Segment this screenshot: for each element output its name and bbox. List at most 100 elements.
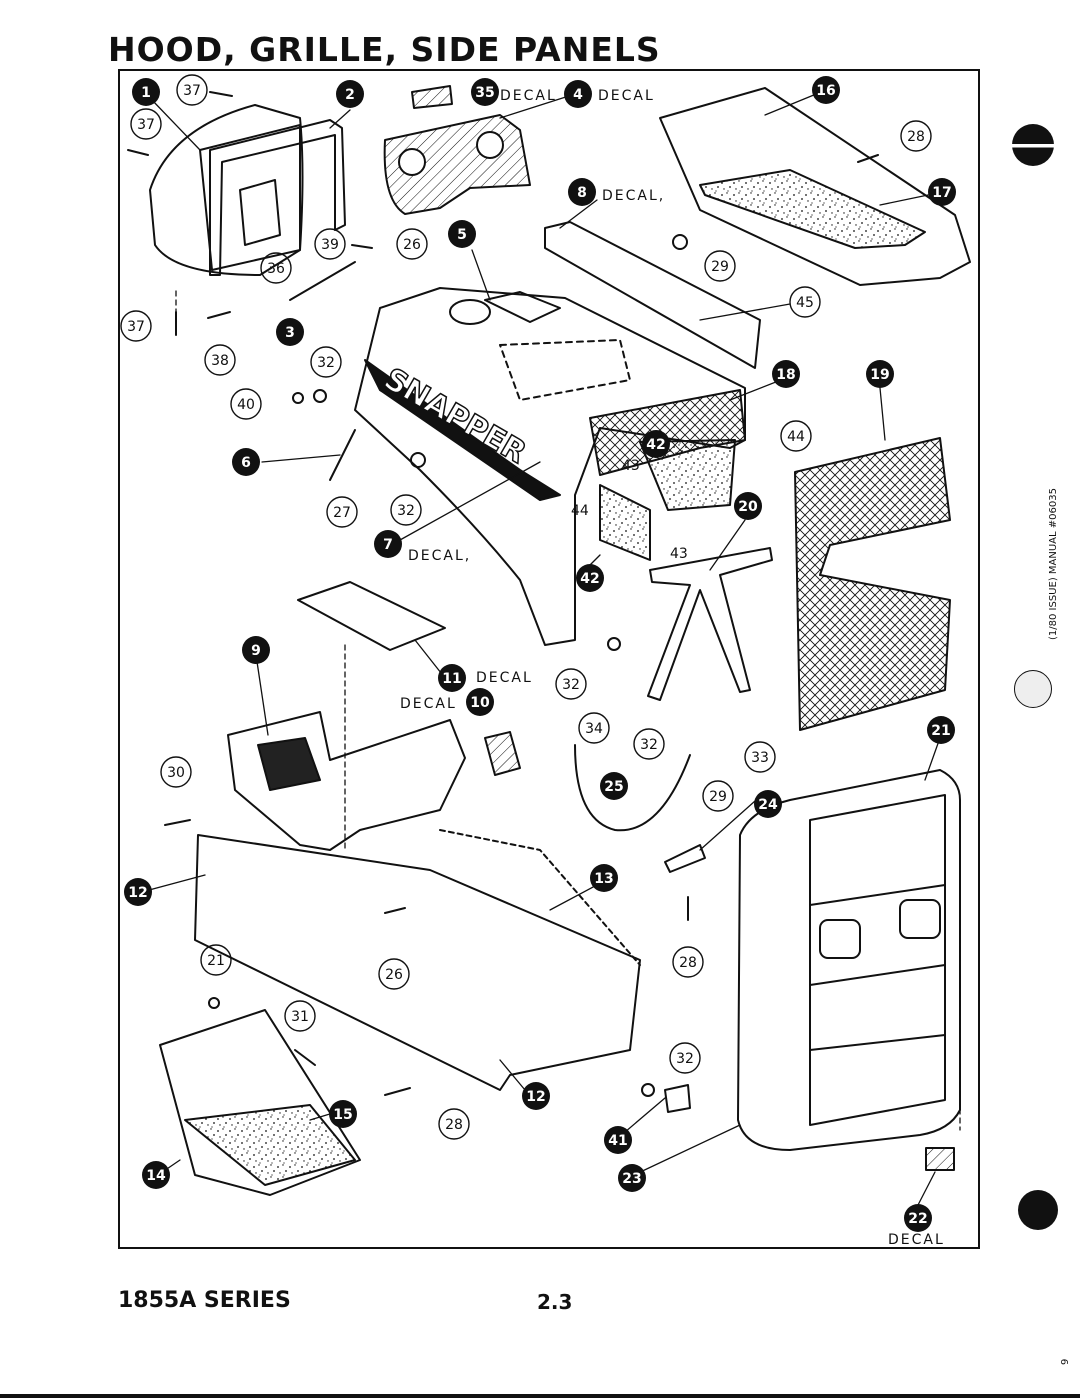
label-43a: 43: [622, 458, 640, 474]
callout-29b: 29: [709, 789, 727, 805]
label-43b: 43: [670, 546, 688, 562]
callout-40: 40: [237, 397, 255, 413]
grille-part: [737, 769, 961, 1151]
nut-21-part: [208, 997, 220, 1009]
svg-text:15: 15: [333, 1107, 352, 1123]
callout-10: 10: [466, 688, 494, 716]
circled-callouts: 37 37 37 38 36 39 26 32 40 27 32 28 29 4…: [120, 74, 932, 1140]
callout-29a: 29: [711, 259, 729, 275]
bottom-rule: [0, 1394, 1080, 1398]
callout-3: 3: [276, 318, 304, 346]
decal-11-part: [297, 581, 446, 651]
hood-brand-text: SNAPPER: [378, 362, 532, 471]
callout-39: 39: [321, 237, 339, 253]
side-note: (1/80 ISSUE) MANUAL #06035: [1048, 488, 1059, 640]
callout-12a: 12: [124, 878, 152, 906]
callout-21: 21: [927, 716, 955, 744]
foam-pad-lower-part: [599, 484, 651, 561]
callout-14: 14: [142, 1161, 170, 1189]
callout-27: 27: [333, 505, 351, 521]
callout-31: 31: [291, 1009, 309, 1025]
callout-13: 13: [590, 864, 618, 892]
decal-label-4: DECAL: [598, 88, 655, 104]
nut-32c-part: [607, 637, 621, 651]
svg-text:7: 7: [383, 537, 393, 553]
svg-text:19: 19: [870, 367, 889, 383]
callout-38: 38: [211, 353, 229, 369]
svg-text:18: 18: [776, 367, 795, 383]
bolt-30-part: [164, 819, 191, 826]
svg-text:16: 16: [816, 83, 835, 99]
callout-25: 25: [600, 772, 628, 800]
support-bracket-part: [647, 547, 773, 701]
callout-37c: 37: [127, 319, 145, 335]
callout-15: 15: [329, 1100, 357, 1128]
callout-28c: 28: [445, 1117, 463, 1133]
callout-34: 34: [585, 721, 603, 737]
decal-label-10: DECAL: [400, 696, 457, 712]
svg-text:17: 17: [932, 185, 951, 201]
svg-text:1: 1: [141, 85, 151, 101]
hood-part: [354, 287, 746, 646]
footrest-part: [159, 1009, 361, 1196]
callout-44: 44: [787, 429, 805, 445]
callout-26b: 26: [385, 967, 403, 983]
decal-label-7: DECAL,: [408, 548, 471, 564]
side-panel-right-part: [659, 87, 971, 286]
svg-text:21: 21: [931, 723, 950, 739]
wire-harness-part: [574, 744, 691, 832]
svg-text:2: 2: [345, 87, 355, 103]
callout-45: 45: [796, 295, 814, 311]
callout-26a: 26: [403, 237, 421, 253]
decal-strip-part: [544, 221, 761, 369]
bracket-41-part: [664, 1084, 691, 1113]
svg-text:22: 22: [908, 1211, 927, 1227]
label-44: 44: [571, 503, 589, 519]
callout-22: 22: [904, 1204, 932, 1232]
nut-40-part: [292, 392, 304, 404]
page-title: HOOD, GRILLE, SIDE PANELS: [108, 30, 661, 69]
decal-labels: DECAL DECAL DECAL, DECAL, DECAL DECAL DE…: [400, 88, 943, 1248]
callout-37b: 37: [137, 117, 155, 133]
decal-label-8: DECAL,: [602, 188, 665, 204]
svg-text:23: 23: [622, 1171, 641, 1187]
callout-28b: 28: [679, 955, 697, 971]
svg-text:42: 42: [580, 571, 599, 587]
svg-text:12: 12: [128, 885, 147, 901]
foam-pad-upper-part: [639, 439, 736, 511]
decal-label-35: DECAL: [500, 88, 557, 104]
callout-32d: 32: [640, 737, 658, 753]
callout-32c: 32: [562, 677, 580, 693]
side-number: 9: [1060, 1358, 1071, 1365]
callout-28a: 28: [907, 129, 925, 145]
rod-3-part: [289, 261, 356, 301]
bolt-38-part: [207, 311, 231, 319]
punch-hole-bottom: [1018, 1190, 1058, 1230]
callout-21-outline: 21: [207, 953, 225, 969]
callout-32a: 32: [317, 355, 335, 371]
bolt-28-part: [384, 154, 879, 1096]
callout-30: 30: [167, 765, 185, 781]
svg-text:6: 6: [241, 455, 251, 471]
callout-35: 35: [471, 78, 499, 106]
callout-41: 41: [604, 1126, 632, 1154]
callout-42b: 42: [576, 564, 604, 592]
callout-32e: 32: [676, 1051, 694, 1067]
callout-12b: 12: [522, 1082, 550, 1110]
svg-text:10: 10: [470, 695, 490, 711]
callout-19: 19: [866, 360, 894, 388]
punch-hole-middle: [1014, 670, 1052, 708]
callout-17: 17: [928, 178, 956, 206]
decal-10-part: [484, 731, 521, 776]
callout-16: 16: [812, 76, 840, 104]
callout-4: 4: [564, 80, 592, 108]
nut-29-part: [672, 234, 688, 250]
svg-text:42: 42: [646, 437, 665, 453]
callout-18: 18: [772, 360, 800, 388]
svg-text:4: 4: [573, 87, 583, 103]
headlight-housing-part: [149, 104, 304, 276]
seat-panel-part: [227, 711, 466, 851]
callout-2: 2: [336, 80, 364, 108]
svg-text:14: 14: [146, 1168, 166, 1184]
svg-text:9: 9: [251, 643, 261, 659]
